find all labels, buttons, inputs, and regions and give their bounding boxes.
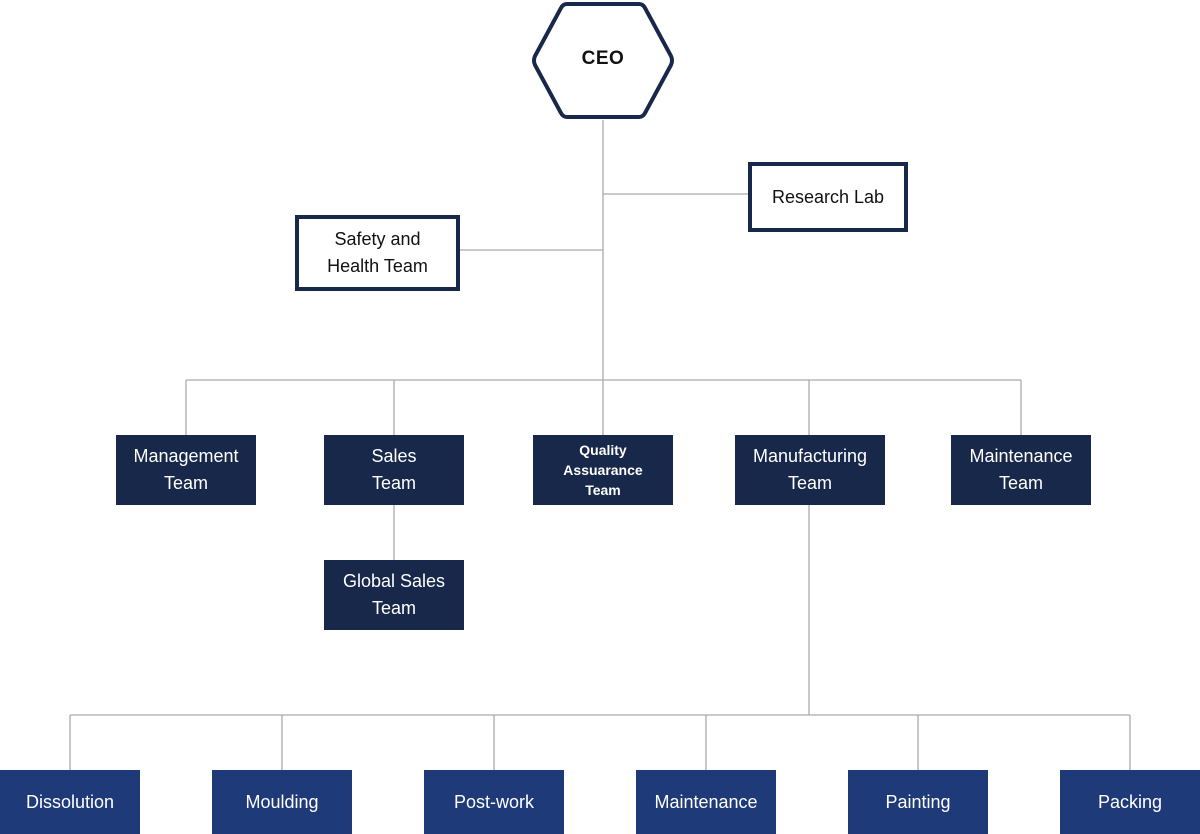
- ceo-hexagon: [532, 2, 674, 119]
- moulding-unit-box: Moulding: [212, 770, 352, 834]
- maintenance-unit-label: Maintenance: [654, 791, 758, 812]
- packing-unit-label: Packing: [1097, 791, 1163, 812]
- post-work-unit-box: Post-work: [424, 770, 564, 834]
- maintenance-team-label-line2: Team: [998, 473, 1043, 493]
- research-lab-label: Research Lab: [771, 186, 885, 207]
- global-sales-team-label-line2: Team: [371, 598, 416, 618]
- management-team-label-line2: Team: [163, 473, 208, 493]
- sales-team-label-line1: Sales: [371, 446, 417, 466]
- manufacturing-team-box: Manufacturing Team: [735, 435, 885, 505]
- sales-team-box: Sales Team: [324, 435, 464, 505]
- quality-team-label-line1: Quality: [579, 442, 627, 458]
- safety-health-label-line1: Safety and: [334, 229, 421, 249]
- quality-team-label-line2: Assuarance: [563, 462, 643, 478]
- maintenance-unit-box: Maintenance: [636, 770, 776, 834]
- research-lab-box: Research Lab: [748, 162, 908, 232]
- quality-team-label-line3: Team: [585, 482, 621, 498]
- post-work-unit-label: Post-work: [453, 791, 534, 812]
- global-sales-team-box: Global Sales Team: [324, 560, 464, 630]
- dissolution-unit-box: Dissolution: [0, 770, 140, 834]
- ceo-label: CEO: [581, 48, 625, 69]
- quality-assurance-team-box: Quality Assuarance Team: [533, 435, 673, 505]
- packing-unit-box: Packing: [1060, 770, 1200, 834]
- maintenance-team-box: Maintenance Team: [951, 435, 1091, 505]
- management-team-box: Management Team: [116, 435, 256, 505]
- management-team-label-line1: Management: [133, 446, 239, 466]
- moulding-unit-label: Moulding: [245, 791, 319, 812]
- manufacturing-team-label-line2: Team: [787, 473, 832, 493]
- safety-health-label-line2: Health Team: [327, 256, 428, 276]
- maintenance-team-label-line1: Maintenance: [969, 446, 1073, 466]
- manufacturing-team-label-line1: Manufacturing: [752, 446, 868, 466]
- safety-health-box: Safety and Health Team: [295, 215, 460, 291]
- global-sales-team-label-line1: Global Sales: [342, 571, 446, 591]
- painting-unit-label: Painting: [885, 791, 951, 812]
- sales-team-label-line2: Team: [371, 473, 416, 493]
- dissolution-unit-label: Dissolution: [25, 791, 115, 812]
- painting-unit-box: Painting: [848, 770, 988, 834]
